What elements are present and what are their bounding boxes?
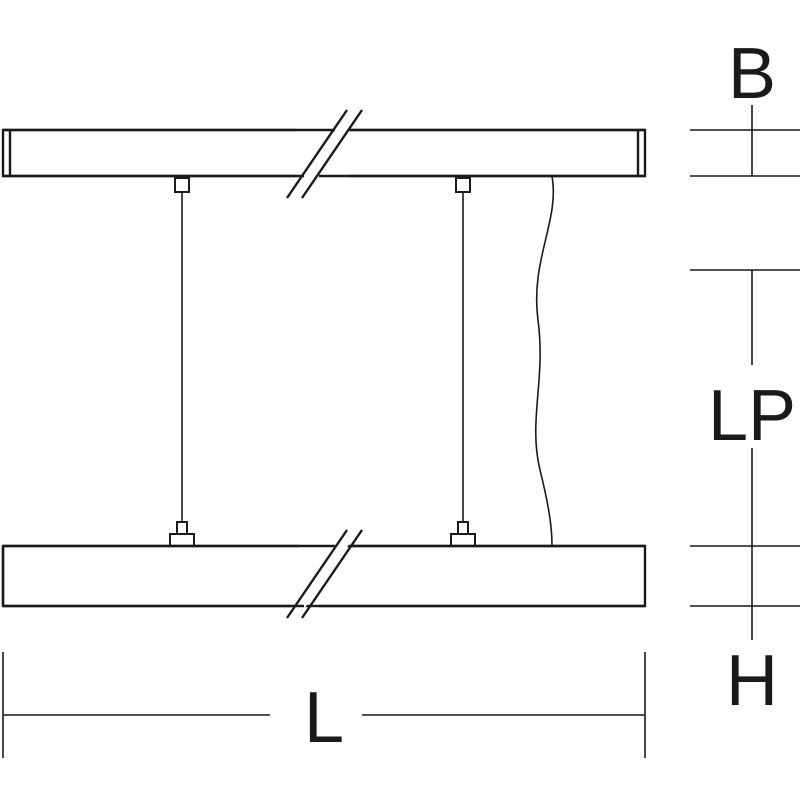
dimension-l-label: L	[304, 678, 344, 758]
side-view-luminaire	[1, 529, 647, 619]
ceiling-clamp-left	[174, 177, 190, 193]
dimension-l: L	[2, 652, 646, 758]
dimension-b-label: B	[728, 34, 776, 114]
suspension-left	[169, 177, 195, 547]
dimension-lp: LP	[690, 269, 800, 546]
side-view-break-line-2	[301, 529, 363, 619]
wire-gripper-left	[176, 521, 188, 535]
top-view-break-line-2	[301, 109, 363, 199]
ceiling-clamp-right	[455, 177, 471, 193]
power-cable	[534, 175, 555, 547]
top-view-luminaire	[1, 109, 647, 199]
side-view-break-gap	[290, 540, 352, 612]
dimension-lp-label: LP	[708, 376, 796, 456]
wire-gripper-right	[457, 521, 469, 535]
suspension-right	[450, 177, 476, 547]
dimension-h-label: H	[726, 641, 778, 721]
mount-base-right	[450, 533, 476, 547]
top-view-break-line-1	[286, 109, 348, 199]
top-view-break-gap	[296, 127, 348, 179]
mount-base-left	[169, 533, 195, 547]
dimension-b: B	[690, 34, 800, 177]
dimension-h: H	[690, 545, 800, 721]
side-view-break-line-1	[286, 529, 348, 619]
